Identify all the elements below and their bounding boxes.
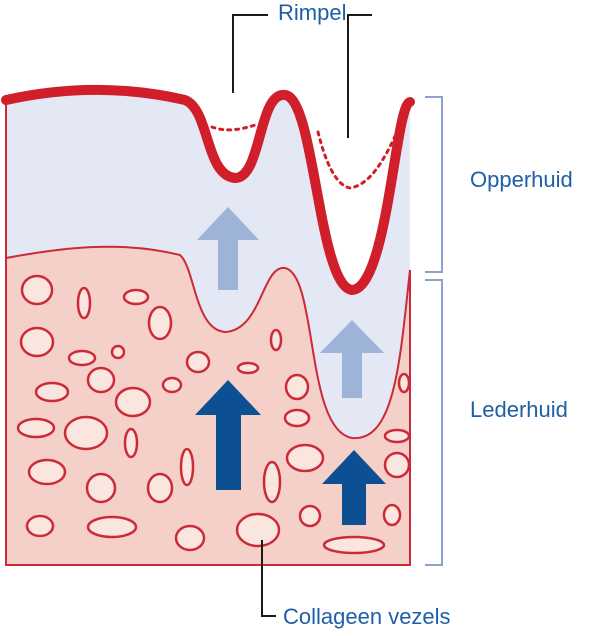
collagen-fiber — [174, 524, 206, 552]
collagen-fibers — [16, 274, 411, 555]
collagen-fiber — [185, 350, 211, 374]
collagen-fiber — [86, 515, 138, 539]
collagen-fibers-label: Collageen vezels — [283, 604, 451, 629]
collagen-fiber — [161, 376, 183, 394]
collagen-fiber — [284, 373, 310, 401]
arrow-up-icon — [195, 380, 261, 490]
collagen-fiber — [285, 443, 325, 473]
collagen-fiber — [382, 503, 402, 527]
arrow-up-icon — [197, 207, 259, 290]
arrow-up-icon — [322, 450, 386, 525]
collagen-fiber — [86, 366, 116, 394]
wrinkle-label: Rimpel — [278, 0, 347, 25]
collagen-fiber — [122, 288, 150, 306]
collagen-fiber — [147, 305, 173, 341]
collagen-fiber — [383, 451, 411, 479]
wrinkle-callout-line-left — [232, 14, 268, 93]
collagen-fiber — [63, 415, 109, 451]
collagen-fiber — [262, 460, 282, 504]
collagen-fiber — [179, 447, 195, 487]
collagen-callout-line — [261, 540, 276, 617]
collagen-fiber — [397, 372, 411, 394]
collagen-fiber — [123, 427, 139, 459]
collagen-fiber — [76, 286, 92, 320]
collagen-fiber — [283, 408, 311, 428]
collagen-fiber — [269, 328, 283, 352]
arrow-up-icon — [320, 320, 384, 398]
collagen-fiber — [322, 535, 386, 555]
dermis-bracket — [425, 279, 443, 566]
collagen-fiber — [25, 514, 55, 538]
collagen-fiber — [236, 361, 260, 375]
collagen-fiber — [67, 349, 97, 367]
wrinkle-callout-line-right — [347, 14, 372, 138]
collagen-fiber — [27, 458, 67, 486]
collagen-fiber — [114, 386, 152, 418]
dermis-label: Lederhuid — [470, 397, 568, 422]
collagen-fiber — [146, 472, 174, 504]
collagen-fiber — [16, 417, 56, 439]
collagen-fiber — [235, 512, 281, 548]
epidermis-label: Opperhuid — [470, 167, 573, 192]
collagen-fiber — [383, 428, 411, 444]
collagen-fiber — [85, 472, 117, 504]
collagen-fiber — [34, 381, 70, 403]
collagen-fiber — [298, 504, 322, 528]
collagen-fiber — [20, 274, 54, 306]
collagen-fiber — [110, 344, 126, 360]
epidermis-bracket — [425, 96, 443, 273]
collagen-fiber — [19, 326, 55, 358]
skin-surface-line — [1, 84, 415, 295]
original-surface-dotted-line — [210, 123, 402, 190]
